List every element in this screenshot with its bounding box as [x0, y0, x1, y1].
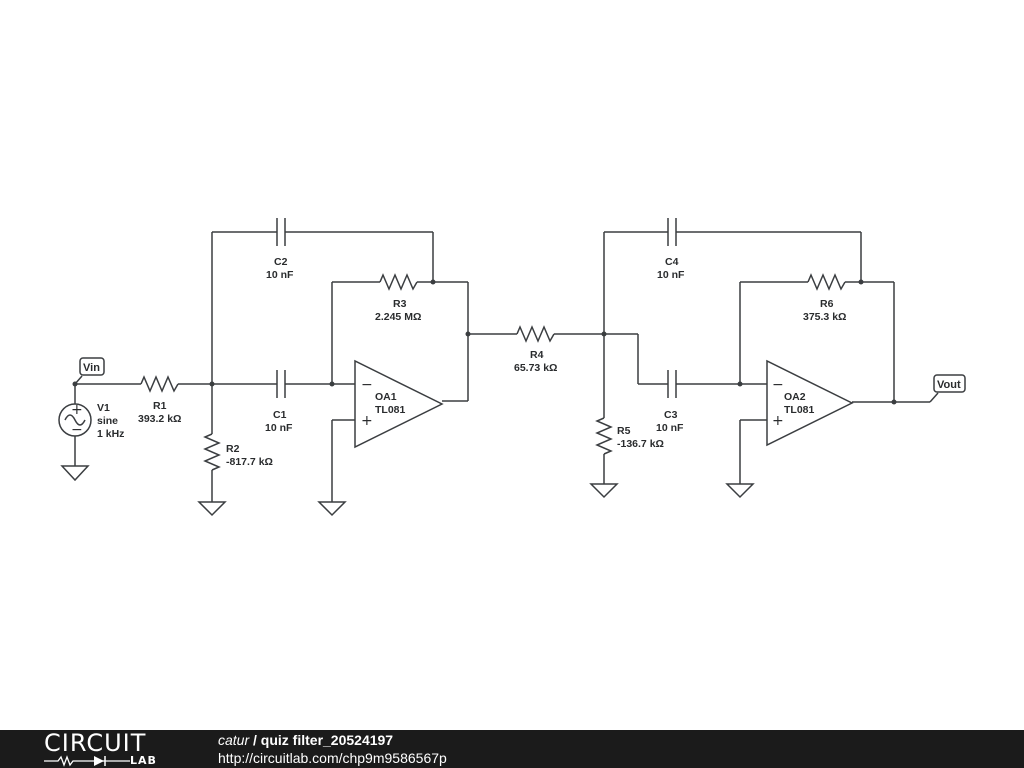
r2-value: -817.7 kΩ — [226, 456, 273, 468]
resistor-r3[interactable] — [379, 273, 418, 291]
oa1-plus: + — [361, 413, 373, 429]
oa2-model: TL081 — [784, 404, 815, 416]
circuitlab-logo[interactable]: CIRCUIT — [44, 729, 147, 757]
c1-name: C1 — [273, 409, 287, 421]
source-plus-sign: + — [71, 402, 83, 418]
oa2-minus: − — [772, 377, 784, 393]
r4-name: R4 — [530, 349, 544, 361]
resistor-r1[interactable] — [140, 375, 179, 393]
ground-symbol — [725, 483, 755, 499]
ground-symbol — [60, 465, 90, 482]
net-label-vout[interactable]: Vout — [929, 374, 966, 403]
c4-value: 10 nF — [657, 269, 685, 281]
resistor-r6[interactable] — [807, 273, 846, 291]
opamp-oa1[interactable] — [354, 359, 444, 449]
opamp-oa2[interactable] — [766, 359, 854, 447]
oa1-model: TL081 — [375, 404, 406, 416]
ground-symbol — [317, 501, 347, 517]
capacitor-c4[interactable] — [667, 218, 677, 246]
ground-symbol — [197, 501, 227, 517]
title-separator: / — [249, 732, 261, 748]
c3-value: 10 nF — [656, 422, 684, 434]
oa2-plus: + — [772, 413, 784, 429]
r6-name: R6 — [820, 298, 834, 310]
r5-value: -136.7 kΩ — [617, 438, 664, 450]
footer-bar: CIRCUIT LAB catur / quiz filter_20524197… — [0, 730, 1024, 768]
schematic-canvas: + − V1 sine 1 kHz Vin R1 393.2 kΩ R2 -81… — [58, 218, 966, 517]
oa1-minus: − — [361, 377, 373, 393]
net-label-vin[interactable]: Vin — [74, 357, 105, 385]
voltage-source-v1[interactable]: + − — [58, 384, 92, 466]
capacitor-c1[interactable] — [276, 370, 286, 398]
v1-freq: 1 kHz — [97, 428, 124, 440]
oa2-name: OA2 — [784, 391, 806, 403]
author-name[interactable]: catur — [218, 732, 250, 748]
capacitor-c2[interactable] — [276, 218, 286, 246]
logo-wave-icon — [44, 755, 130, 767]
c4-name: C4 — [665, 256, 679, 268]
ground-symbol — [589, 483, 619, 499]
resistor-r5[interactable] — [595, 417, 613, 455]
c2-name: C2 — [274, 256, 288, 268]
r3-value: 2.245 MΩ — [375, 311, 421, 323]
c3-name: C3 — [664, 409, 678, 421]
circuit-title[interactable]: quiz filter_20524197 — [260, 732, 394, 748]
r6-value: 375.3 kΩ — [803, 311, 846, 323]
circuitlab-logo-sub: LAB — [130, 754, 157, 767]
r1-value: 393.2 kΩ — [138, 413, 181, 425]
r5-name: R5 — [617, 425, 631, 437]
resistor-r2[interactable] — [203, 433, 221, 471]
c1-value: 10 nF — [265, 422, 293, 434]
c2-value: 10 nF — [266, 269, 294, 281]
r2-name: R2 — [226, 443, 240, 455]
circuit-title-line: catur / quiz filter_20524197 — [218, 732, 393, 748]
r4-value: 65.73 kΩ — [514, 362, 557, 374]
resistor-r4[interactable] — [516, 325, 555, 343]
r1-name: R1 — [153, 400, 167, 412]
capacitor-c3[interactable] — [667, 370, 677, 398]
r3-name: R3 — [393, 298, 407, 310]
v1-name: V1 — [97, 402, 110, 414]
vin-label: Vin — [83, 362, 100, 374]
circuit-url[interactable]: http://circuitlab.com/chp9m9586567p — [218, 750, 447, 766]
vout-label: Vout — [937, 379, 961, 391]
v1-type: sine — [97, 415, 118, 427]
oa1-name: OA1 — [375, 391, 397, 403]
source-minus-sign: − — [71, 422, 83, 438]
